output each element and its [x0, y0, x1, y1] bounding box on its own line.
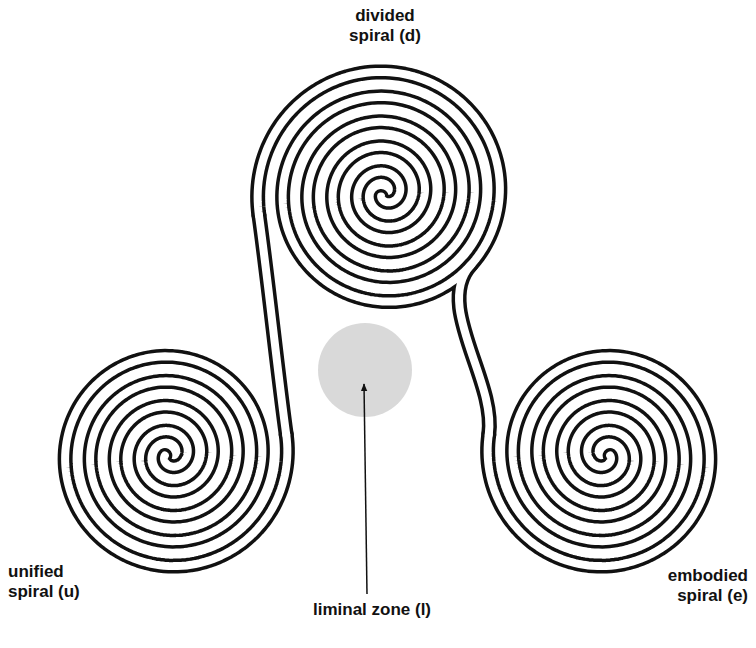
spiral-inner	[258, 72, 500, 302]
spiral-label: divided spiral (d)	[335, 6, 435, 47]
zone-label: liminal zone (l)	[313, 600, 431, 620]
spiral-outline	[65, 356, 287, 566]
spiral-label: unified spiral (u)	[8, 562, 108, 603]
spiral-inner	[459, 265, 489, 434]
spiral-outline	[459, 265, 489, 434]
spiral-outline	[258, 72, 500, 302]
spiral-inner	[65, 356, 287, 566]
leader-arrow	[364, 384, 367, 594]
spiral-label: embodied spiral (e)	[643, 566, 748, 607]
spiral-outline	[259, 215, 286, 434]
spiral-inner	[488, 356, 710, 566]
spiral-inner	[65, 72, 710, 566]
spiral-outline	[488, 356, 710, 566]
spiral-outline	[65, 72, 710, 566]
spiral-inner	[259, 215, 286, 434]
